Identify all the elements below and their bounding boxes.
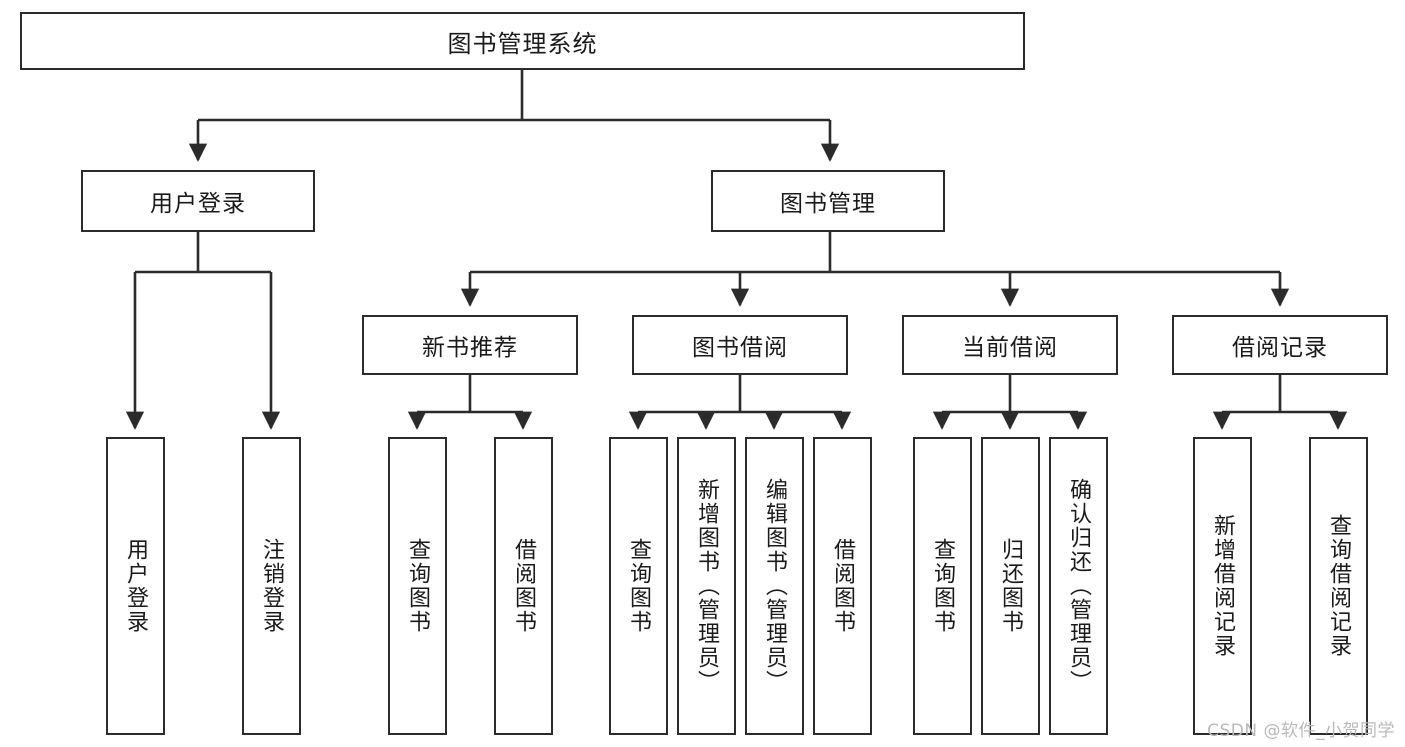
leaf-current-return-book[interactable]: 归还图书 [981, 437, 1040, 735]
leaf-current-confirm-return-admin[interactable]: 确认归还（管理员） [1049, 437, 1108, 735]
leaf-label: 新增借阅记录 [1210, 514, 1236, 658]
node-user-login[interactable]: 用户登录 [81, 170, 315, 232]
leaf-label: 归还图书 [998, 538, 1024, 634]
leaf-label: 确认归还（管理员） [1066, 478, 1092, 694]
leaf-label: 用户登录 [123, 538, 149, 634]
node-root-system[interactable]: 图书管理系统 [20, 12, 1025, 70]
node-borrow-records[interactable]: 借阅记录 [1172, 315, 1388, 375]
leaf-borrow-borrow-book[interactable]: 借阅图书 [813, 437, 872, 735]
leaf-label: 借阅图书 [511, 538, 537, 634]
leaf-new-book-borrow[interactable]: 借阅图书 [494, 437, 553, 735]
leaf-label: 查询图书 [626, 538, 652, 634]
leaf-borrow-add-book-admin[interactable]: 新增图书（管理员） [677, 437, 736, 735]
leaf-label: 编辑图书（管理员） [762, 478, 788, 694]
leaf-records-add-record[interactable]: 新增借阅记录 [1193, 437, 1252, 735]
leaf-user-login-logout[interactable]: 注销登录 [242, 437, 301, 735]
leaf-label: 注销登录 [259, 538, 285, 634]
leaf-borrow-query-book[interactable]: 查询图书 [609, 437, 668, 735]
leaf-label: 查询图书 [405, 538, 431, 634]
node-book-borrow[interactable]: 图书借阅 [632, 315, 848, 375]
node-current-borrow[interactable]: 当前借阅 [902, 315, 1118, 375]
leaf-label: 查询图书 [930, 538, 956, 634]
leaf-label: 借阅图书 [830, 538, 856, 634]
leaf-current-query-book[interactable]: 查询图书 [913, 437, 972, 735]
leaf-borrow-edit-book-admin[interactable]: 编辑图书（管理员） [745, 437, 804, 735]
node-book-management[interactable]: 图书管理 [711, 170, 945, 232]
leaf-new-book-query[interactable]: 查询图书 [388, 437, 447, 735]
node-new-book-recommend[interactable]: 新书推荐 [362, 315, 578, 375]
leaf-label: 新增图书（管理员） [694, 478, 720, 694]
leaf-label: 查询借阅记录 [1326, 514, 1352, 658]
leaf-user-login-login[interactable]: 用户登录 [106, 437, 165, 735]
watermark-text: CSDN @软件_小贺同学 [1207, 721, 1395, 741]
leaf-records-query-record[interactable]: 查询借阅记录 [1309, 437, 1368, 735]
